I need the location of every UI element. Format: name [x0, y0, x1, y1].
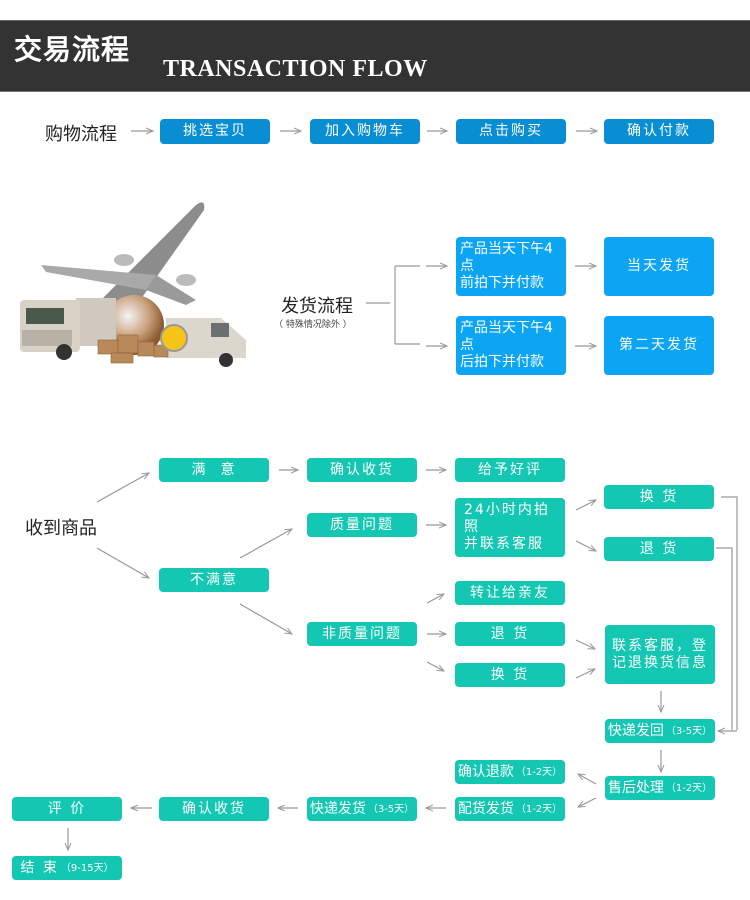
ship-back-box: 快递发回（3-5天）	[605, 719, 715, 743]
connector	[721, 496, 738, 730]
condition-after-4pm: 产品当天下午4点 后拍下并付款	[456, 316, 566, 375]
header-banner	[0, 20, 750, 92]
exchange-quality-box: 换 货	[604, 485, 714, 509]
confirm-refund-label: 确认退款	[457, 763, 514, 780]
confirm-receipt-final-box: 确认收货	[159, 797, 269, 821]
arrow	[575, 669, 595, 679]
truck-icon	[20, 298, 116, 360]
arrow	[578, 774, 597, 785]
page-title-cn: 交易流程	[14, 33, 131, 66]
condition-before-4pm: 产品当天下午4点 前拍下并付款	[456, 237, 566, 296]
connector	[716, 547, 733, 730]
arrow	[239, 603, 292, 634]
photo-line1: 24小时内拍照	[464, 502, 550, 535]
result-next-day: 第二天发货	[604, 316, 714, 375]
step-add-to-cart: 加入购物车	[310, 119, 420, 144]
express-ship-box: 快递发货（3-5天）	[307, 797, 417, 821]
arrow	[575, 540, 596, 551]
arrow	[426, 661, 444, 671]
step-confirm-payment: 确认付款	[604, 119, 714, 144]
after-sales-box: 售后处理（1-2天）	[605, 776, 715, 800]
return-quality-box: 退 货	[604, 537, 714, 561]
express-ship-label: 快递发货	[309, 800, 366, 817]
step-click-buy: 点击购买	[456, 119, 566, 144]
photo-line2: 并联系客服	[464, 536, 544, 552]
condition-line1: 产品当天下午4点	[460, 241, 553, 274]
pick-ship-box: 配货发货（1-2天）	[455, 797, 565, 821]
ship-back-days: （3-5天）	[665, 725, 713, 737]
contact-line1: 联系客服，登	[612, 637, 708, 654]
after-sales-label: 售后处理	[607, 779, 664, 796]
receipt-label: 收到商品	[25, 518, 97, 539]
pick-ship-label: 配货发货	[457, 800, 514, 817]
arrow	[96, 473, 149, 503]
condition-line1: 产品当天下午4点	[460, 320, 553, 353]
end-box: 结 束（9-15天）	[12, 856, 122, 880]
result-same-day: 当天发货	[604, 237, 714, 296]
condition-line2: 后拍下并付款	[460, 354, 544, 370]
stopwatch-icon	[160, 324, 188, 352]
page-title-en: TRANSACTION FLOW	[163, 56, 428, 82]
transfer-box: 转让给亲友	[455, 581, 565, 605]
contact-register-box: 联系客服，登 记退换货信息	[605, 625, 715, 684]
good-review-box: 给予好评	[455, 458, 565, 482]
boxes-icon	[97, 334, 169, 364]
after-sales-days: （1-2天）	[665, 782, 713, 794]
arrow	[239, 529, 292, 559]
shipping-flow-label: 发货流程	[281, 296, 353, 317]
arrow	[578, 797, 597, 807]
step-pick-item: 挑选宝贝	[160, 119, 270, 144]
shipping-flow-note: （ 特殊情况除外 ）	[274, 320, 352, 330]
satisfied-box: 满 意	[159, 458, 269, 482]
arrow	[96, 547, 149, 578]
ship-back-label: 快递发回	[607, 722, 664, 739]
condition-line2: 前拍下并付款	[460, 275, 544, 291]
quality-issue-box: 质量问题	[307, 513, 417, 537]
shopping-flow-label: 购物流程	[45, 124, 117, 145]
van-icon	[166, 318, 246, 367]
express-ship-days: （3-5天）	[367, 803, 415, 815]
return-nonquality-box: 退 货	[455, 622, 565, 646]
exchange-nonquality-box: 换 货	[455, 663, 565, 687]
review-box: 评 价	[12, 797, 122, 821]
arrow	[575, 500, 596, 511]
contact-line2: 记退换货信息	[612, 654, 708, 671]
photo-contact-box: 24小时内拍照 并联系客服	[455, 498, 565, 557]
logistics-illustration	[20, 202, 246, 367]
arrow	[426, 594, 444, 604]
end-label: 结 束	[20, 859, 59, 876]
non-quality-issue-box: 非质量问题	[307, 622, 417, 646]
unsatisfied-box: 不满意	[159, 568, 269, 592]
airplane-icon	[41, 202, 205, 320]
pick-ship-days: （1-2天）	[515, 803, 563, 815]
confirm-refund-box: 确认退款（1-2天）	[455, 760, 565, 784]
arrow	[575, 639, 595, 649]
end-days: （9-15天）	[60, 862, 114, 874]
confirm-refund-days: （1-2天）	[515, 766, 563, 778]
confirm-receipt-box: 确认收货	[307, 458, 417, 482]
